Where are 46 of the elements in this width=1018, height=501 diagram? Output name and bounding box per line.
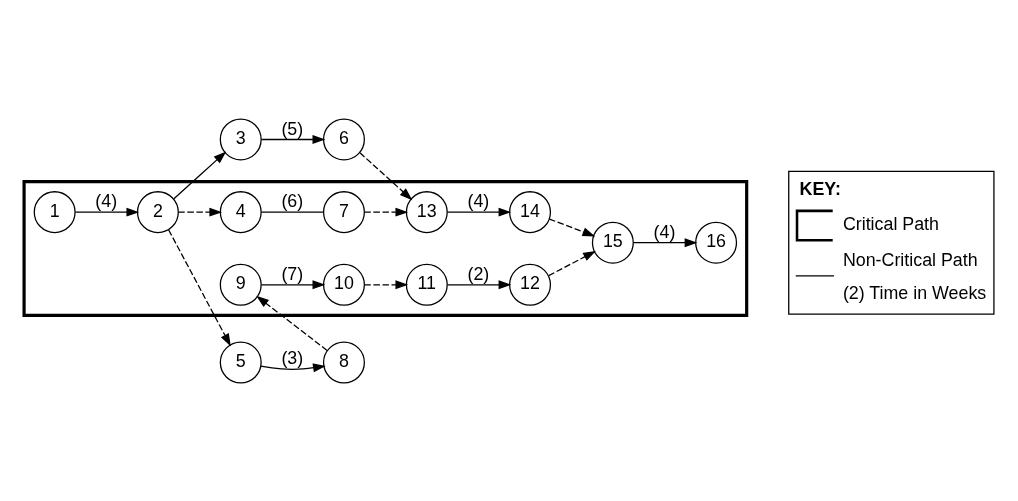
edge-label: (2)	[467, 263, 490, 284]
arrow	[260, 362, 326, 372]
node-circle: 14	[509, 190, 552, 233]
node-circle: 13	[405, 190, 448, 233]
node-circle: 6	[322, 117, 365, 160]
arrow	[446, 207, 512, 217]
node-circle: 16	[695, 221, 738, 264]
arrow	[548, 217, 596, 236]
node-circle: 4	[219, 190, 262, 233]
arrow	[548, 250, 596, 276]
arrow	[173, 150, 227, 199]
arrow	[256, 295, 328, 351]
arrow	[168, 228, 231, 346]
edge-label: (4)	[95, 190, 118, 211]
node-circle: 7	[322, 190, 365, 233]
edge-label: (4)	[653, 221, 676, 242]
arrow	[446, 279, 512, 289]
label: KEY:	[799, 178, 841, 199]
legend-label: Non-Critical Path	[842, 249, 978, 270]
edge-label: (7)	[281, 263, 304, 284]
node-circle: 1	[33, 190, 76, 233]
cluster	[22, 179, 749, 317]
arrow	[260, 279, 326, 289]
edge-label: (4)	[467, 190, 490, 211]
arrow	[364, 207, 409, 217]
arrow	[359, 151, 413, 200]
node-circle: 3	[219, 117, 262, 160]
node-circle: 8	[322, 341, 365, 384]
node-circle: 9	[219, 263, 262, 306]
node-circle: 10	[322, 263, 365, 306]
arrow	[177, 207, 223, 217]
arrow	[74, 207, 140, 217]
legend-label: Critical Path	[842, 213, 940, 234]
node-circle: 2	[136, 190, 179, 233]
legend-label: (2) Time in Weeks	[842, 282, 987, 303]
edge-label: (3)	[281, 347, 304, 368]
arrow	[260, 134, 326, 144]
node-circle: 15	[591, 221, 634, 264]
node-circle: 12	[509, 263, 552, 306]
node-circle: 11	[405, 263, 448, 306]
connector	[260, 211, 324, 213]
edge-label: (5)	[281, 118, 304, 139]
arrow	[632, 237, 698, 247]
arrow	[364, 279, 409, 289]
edge-label: (6)	[281, 190, 304, 211]
node-circle: 5	[219, 341, 262, 384]
